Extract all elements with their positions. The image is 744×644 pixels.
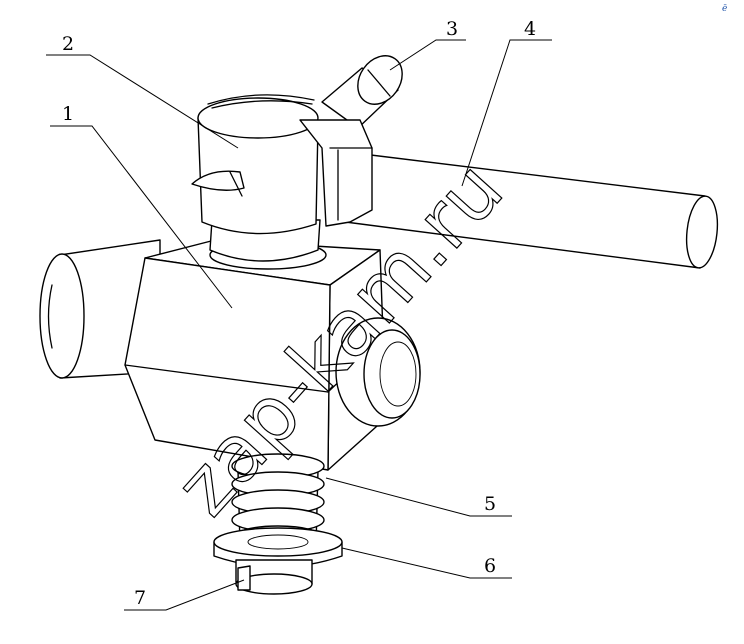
leader-4: [461, 39, 552, 187]
callout-1: 1: [62, 103, 74, 125]
callout-5: 5: [484, 493, 496, 515]
leader-6: [341, 547, 512, 579]
clamp-bracket: [299, 119, 373, 227]
leader-2: [46, 54, 239, 149]
callout-labels: 1 2 3 4 5 6 7: [62, 18, 536, 609]
top-cylinder: [191, 94, 327, 270]
leader-lines: [46, 39, 552, 611]
corner-mark: ℯ̄: [722, 4, 727, 14]
pin-bolt: [321, 55, 403, 129]
callout-4: 4: [524, 18, 536, 40]
callout-3: 3: [446, 18, 458, 40]
leader-5: [325, 477, 512, 517]
leader-3: [389, 39, 466, 71]
callout-7: 7: [134, 587, 146, 609]
leader-1: [50, 125, 233, 309]
stem-end: [235, 559, 313, 595]
callout-6: 6: [484, 555, 496, 577]
right-boss: [335, 317, 421, 427]
leader-7: [124, 579, 245, 611]
callout-2: 2: [62, 33, 74, 55]
